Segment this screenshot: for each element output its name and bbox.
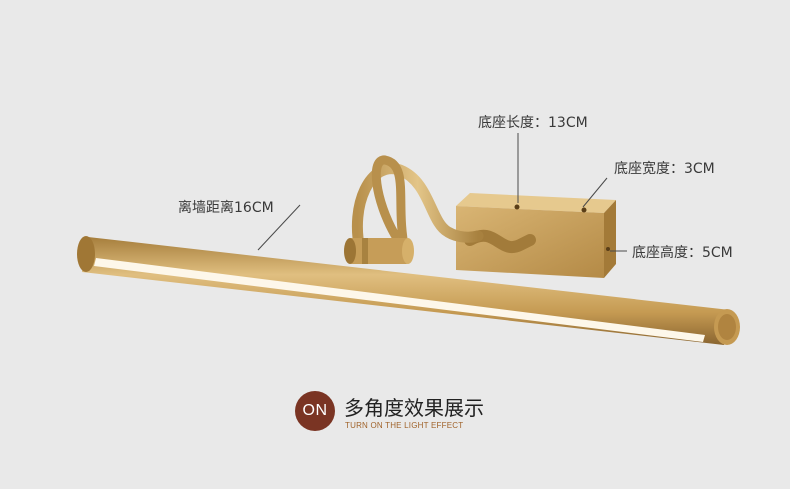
- caption-title: 多角度效果展示: [344, 396, 484, 420]
- base-width-label: 底座宽度：3CM: [614, 161, 715, 177]
- wall-distance-label: 离墙距离16CM: [178, 200, 274, 216]
- on-badge: ON: [295, 391, 335, 431]
- callout-lines: [257, 133, 627, 252]
- lamp-arm: [351, 155, 536, 256]
- light-tube: [77, 236, 740, 345]
- caption-subtitle: TURN ON THE LIGHT EFFECT: [345, 421, 464, 430]
- base-length-label: 底座长度：13CM: [478, 115, 588, 131]
- lamp-hinge: [344, 238, 414, 264]
- base-height-label: 底座高度：5CM: [632, 245, 733, 261]
